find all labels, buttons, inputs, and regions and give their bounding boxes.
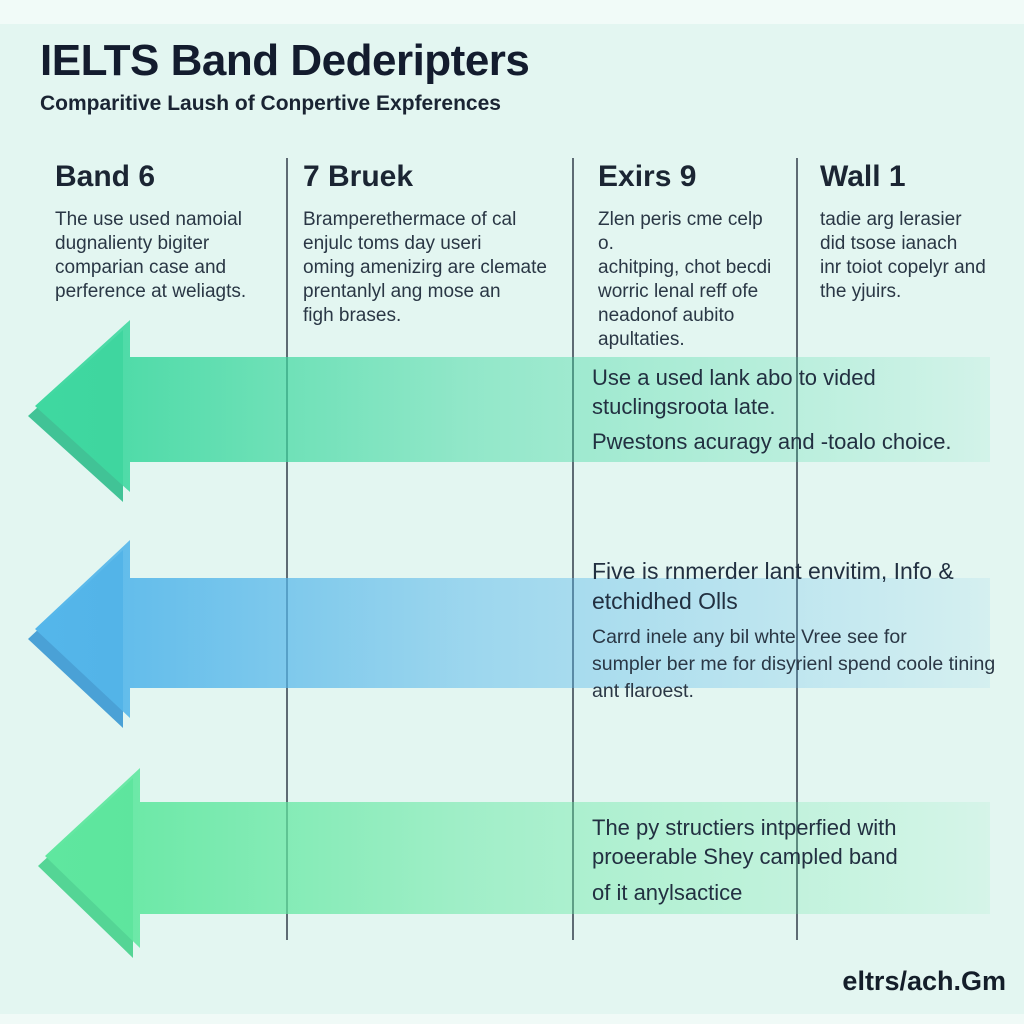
- left-arrow-icon: [28, 320, 990, 502]
- column-title: 7 Bruek: [303, 160, 414, 193]
- text-line: dugnalienty bigiter: [55, 233, 210, 254]
- text-line: the yjuirs.: [820, 281, 902, 302]
- column-wall-1: Wall 1 tadie arg lerasier did tsose iana…: [820, 160, 1015, 304]
- text-line: Zlen peris cme celp o.: [598, 209, 763, 254]
- top-highlight-strip: [0, 0, 1024, 24]
- text-line: oming amenizirg are clemate: [303, 257, 547, 278]
- row-body: Carrd inele any bil whte Vree see for su…: [592, 624, 995, 705]
- row-3-text: The py structiers intperfied with proeer…: [592, 813, 898, 907]
- text-line: comparian case and: [55, 257, 227, 278]
- left-arrow-icon: [28, 540, 990, 728]
- text-line: perference at weliagts.: [55, 281, 247, 302]
- arrow-body: [35, 320, 990, 492]
- text-line: worric lenal reff ofe: [598, 281, 759, 302]
- row-heading: Five is rnmerder lant envitim, Info & et…: [592, 556, 995, 616]
- text-line: Pwestons acuragy and -toalo choice.: [592, 429, 952, 454]
- arrow-body: [35, 540, 990, 718]
- column-title: Band 6: [55, 160, 156, 193]
- text-line: stuclingsroota late.: [592, 394, 776, 419]
- text-line: proeerable Shey campled band: [592, 844, 898, 869]
- left-arrow-icon: [38, 768, 990, 958]
- text-line: Use a used lank abo to vided: [592, 365, 876, 390]
- column-title: Wall 1: [820, 160, 906, 193]
- text-line: achitping, chot becdi: [598, 257, 772, 278]
- text-line: tadie arg lerasier: [820, 209, 962, 230]
- arrow-body: [45, 768, 990, 948]
- column-divider-3: [796, 158, 798, 940]
- page-title: IELTS Band Dederipters: [40, 36, 530, 85]
- column-band-6: Band 6 The use used namoial dugnalienty …: [55, 160, 285, 304]
- text-line: figh brases.: [303, 305, 402, 326]
- text-line: inr toiot copelyr and: [820, 257, 986, 278]
- band-arrow-green-2: [38, 768, 990, 958]
- column-divider-1: [286, 158, 288, 940]
- column-description: tadie arg lerasier did tsose ianach inr …: [820, 208, 1015, 304]
- column-description: The use used namoial dugnalienty bigiter…: [55, 208, 285, 304]
- column-title: Exirs 9: [598, 160, 697, 193]
- text-line: did tsose ianach: [820, 233, 958, 254]
- column-7-bruek: 7 Bruek Bramperethermace of cal enjulc t…: [303, 160, 565, 328]
- text-line: Five is rnmerder lant envitim, Info &: [592, 558, 954, 584]
- text-line: enjulc toms day useri: [303, 233, 482, 254]
- row-2-text: Five is rnmerder lant envitim, Info & et…: [592, 556, 995, 705]
- column-exirs-9: Exirs 9 Zlen peris cme celp o. achitping…: [598, 160, 783, 352]
- text-line: The py structiers intperfied with: [592, 815, 897, 840]
- text-line: sumpler ber me for disyrienl spend coole…: [592, 653, 996, 675]
- text-line: The use used namoial: [55, 209, 242, 230]
- column-divider-2: [572, 158, 574, 940]
- band-arrow-green-1: [28, 320, 990, 502]
- text-line: etchidhed Olls: [592, 588, 738, 614]
- band-arrow-blue: [28, 540, 990, 728]
- text-line: prentanlyl ang mose an: [303, 281, 501, 302]
- text-line: of it anylsactice: [592, 880, 743, 905]
- text-line: Carrd inele any bil whte Vree see for: [592, 626, 907, 648]
- column-description: Bramperethermace of cal enjulc toms day …: [303, 208, 565, 328]
- watermark: eltrs/ach.Gm: [842, 966, 1006, 996]
- row-1-text: Use a used lank abo to vided stuclingsro…: [592, 363, 952, 456]
- text-line: apultaties.: [598, 329, 685, 350]
- page-subtitle: Comparitive Laush of Conpertive Expferen…: [40, 92, 501, 115]
- text-line: ant flaroest.: [592, 680, 694, 702]
- bottom-highlight-strip: [0, 1014, 1024, 1024]
- text-line: Bramperethermace of cal: [303, 209, 517, 230]
- column-description: Zlen peris cme celp o. achitping, chot b…: [598, 208, 783, 352]
- text-line: neadonof aubito: [598, 305, 735, 326]
